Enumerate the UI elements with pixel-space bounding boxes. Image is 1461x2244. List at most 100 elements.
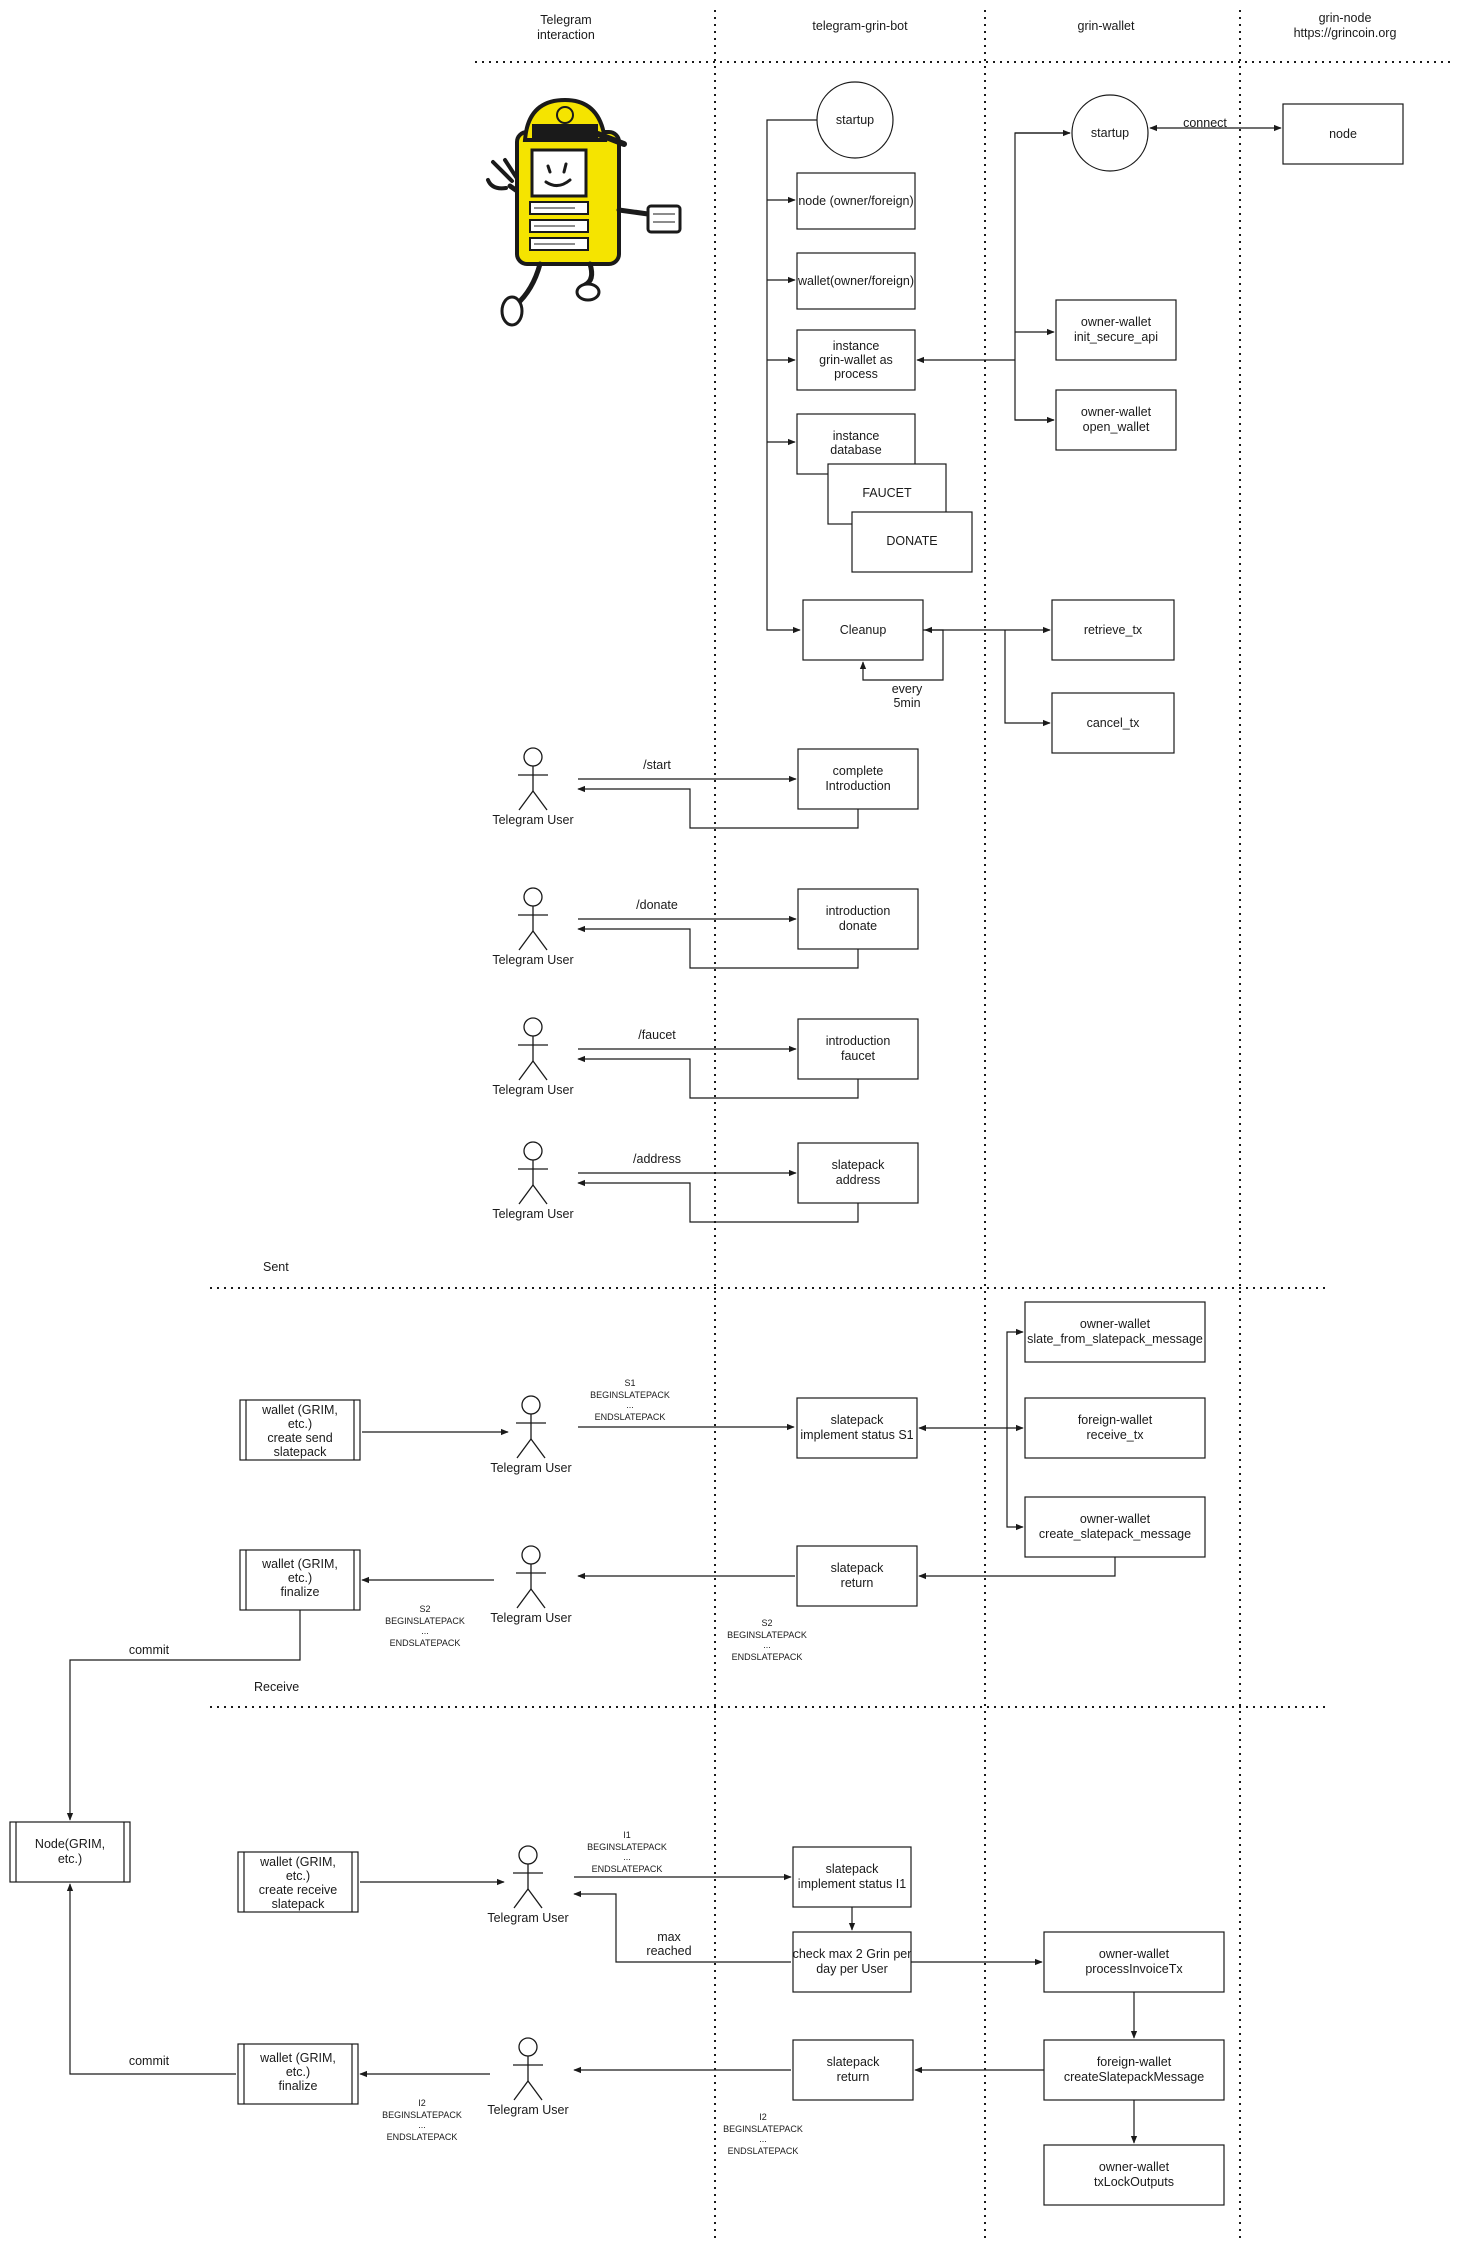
- actor-label: Telegram User: [492, 1207, 573, 1221]
- svg-text:create_slatepack_message: create_slatepack_message: [1039, 1527, 1191, 1541]
- lane-telegram-line2: interaction: [537, 28, 595, 42]
- receive-tx-box: [1024, 1397, 1206, 1459]
- svg-text:...: ...: [759, 2134, 767, 2144]
- svg-text:S1: S1: [624, 1378, 635, 1388]
- svg-text:return: return: [841, 1576, 874, 1590]
- svg-text:wallet (GRIM,: wallet (GRIM,: [259, 1855, 336, 1869]
- svg-text:etc.): etc.): [58, 1852, 82, 1866]
- init-secure-api-box: [1055, 299, 1177, 361]
- svg-text:max: max: [657, 1930, 681, 1944]
- svg-text:grin-wallet as: grin-wallet as: [819, 353, 893, 367]
- node-owner-foreign-box: [796, 172, 916, 230]
- svg-text:cancel_tx: cancel_tx: [1087, 716, 1141, 730]
- implement-s1-box: [796, 1397, 918, 1459]
- svg-text:I1: I1: [623, 1830, 631, 1840]
- grim-node-box: [9, 1821, 131, 1883]
- svg-text:reached: reached: [646, 1944, 691, 1958]
- telegram-user-icon: [518, 1017, 548, 1081]
- svg-text:owner-wallet: owner-wallet: [1099, 2160, 1170, 2174]
- command-box-line1: introduction: [826, 904, 891, 918]
- svg-text:every: every: [892, 682, 923, 696]
- lane-separators: [210, 10, 1455, 2240]
- sent-actor2-icon: [516, 1545, 546, 1609]
- svg-text:slatepack: slatepack: [827, 2055, 881, 2069]
- svg-text:S2: S2: [419, 1604, 430, 1614]
- command-response-box: [797, 1142, 919, 1204]
- sent-actor1-icon: [516, 1395, 546, 1459]
- telegram-user-icon: [518, 747, 548, 811]
- svg-text:implement status I1: implement status I1: [798, 1877, 906, 1891]
- instance-wallet-box: [796, 329, 916, 391]
- telegram-user-icon: [518, 1141, 548, 1205]
- svg-text:foreign-wallet: foreign-wallet: [1097, 2055, 1172, 2069]
- svg-text:owner-wallet: owner-wallet: [1081, 315, 1152, 329]
- donate-box: [851, 511, 973, 573]
- svg-text:Node(GRIM,: Node(GRIM,: [35, 1837, 105, 1851]
- svg-text:commit: commit: [129, 1643, 170, 1657]
- command-response-box: [797, 888, 919, 950]
- wallet-finalize-receive-box: [237, 2043, 359, 2105]
- bot-startup-label: startup: [836, 113, 874, 127]
- svg-text:createSlatepackMessage: createSlatepackMessage: [1064, 2070, 1204, 2084]
- svg-text:database: database: [830, 443, 881, 457]
- command-box-line2: donate: [839, 919, 877, 933]
- svg-text:create send: create send: [267, 1431, 332, 1445]
- svg-text:wallet(owner/foreign): wallet(owner/foreign): [797, 274, 914, 288]
- command-label: /faucet: [638, 1028, 676, 1042]
- svg-text:finalize: finalize: [279, 2079, 318, 2093]
- sent-section: Sent wallet (GRIM, etc.) create send sla…: [66, 1260, 1206, 1821]
- svg-text:...: ...: [623, 1852, 631, 1862]
- lane-wallet: grin-wallet: [1078, 19, 1135, 33]
- implement-i1-box: [792, 1846, 912, 1908]
- command-box-line1: slatepack: [832, 1158, 886, 1172]
- sent-section-label: Sent: [263, 1260, 289, 1274]
- receive-section-label: Receive: [254, 1680, 299, 1694]
- command-box-line2: address: [836, 1173, 880, 1187]
- svg-text:...: ...: [421, 1626, 429, 1636]
- svg-text:day per User: day per User: [816, 1962, 888, 1976]
- svg-text:BEGINSLATEPACK: BEGINSLATEPACK: [590, 1390, 670, 1400]
- svg-text:owner-wallet: owner-wallet: [1080, 1512, 1151, 1526]
- svg-text:S2: S2: [761, 1618, 772, 1628]
- cleanup-to-cancel: [1004, 630, 1051, 727]
- receive-actor2-icon: [513, 2037, 543, 2101]
- lane-node-line2: https://grincoin.org: [1294, 26, 1397, 40]
- actor-label: Telegram User: [492, 813, 573, 827]
- svg-text:...: ...: [763, 1640, 771, 1650]
- command-box-line1: introduction: [826, 1034, 891, 1048]
- command-response-box: [797, 748, 919, 810]
- svg-text:node: node: [1329, 127, 1357, 141]
- svg-text:receive_tx: receive_tx: [1087, 1428, 1145, 1442]
- receive-section: Receive Node(GRIM, etc.) wallet (GRIM, e…: [9, 1680, 1225, 2206]
- svg-text:slatepack: slatepack: [826, 1862, 880, 1876]
- receive-actor1-icon: [513, 1845, 543, 1909]
- svg-text:BEGINSLATEPACK: BEGINSLATEPACK: [727, 1630, 807, 1640]
- svg-text:ENDSLATEPACK: ENDSLATEPACK: [728, 2146, 799, 2156]
- svg-text:ENDSLATEPACK: ENDSLATEPACK: [390, 1638, 461, 1648]
- svg-text:I2: I2: [418, 2098, 426, 2108]
- svg-text:owner-wallet: owner-wallet: [1099, 1947, 1170, 1961]
- command-response-box: [797, 1018, 919, 1080]
- wallet-startup-node: [1071, 94, 1149, 172]
- slate-from-box: [1024, 1301, 1206, 1363]
- lane-bot: telegram-grin-bot: [812, 19, 908, 33]
- grin-mascot-icon: [486, 97, 682, 327]
- svg-text:BEGINSLATEPACK: BEGINSLATEPACK: [385, 1616, 465, 1626]
- lane-node-line1: grin-node: [1319, 11, 1372, 25]
- receive-return-box: [792, 2039, 914, 2101]
- wallet-create-send-box: [239, 1399, 361, 1461]
- wallet-owner-foreign-box: [796, 252, 916, 310]
- svg-text:init_secure_api: init_secure_api: [1074, 330, 1158, 344]
- svg-text:FAUCET: FAUCET: [862, 486, 912, 500]
- svg-text:return: return: [837, 2070, 870, 2084]
- svg-text:DONATE: DONATE: [886, 534, 937, 548]
- svg-text:Cleanup: Cleanup: [840, 623, 887, 637]
- svg-text:ENDSLATEPACK: ENDSLATEPACK: [387, 2132, 458, 2142]
- svg-text:...: ...: [418, 2120, 426, 2130]
- svg-text:check max 2 Grin per: check max 2 Grin per: [793, 1947, 912, 1961]
- wallet-finalize-sent-box: [239, 1549, 361, 1611]
